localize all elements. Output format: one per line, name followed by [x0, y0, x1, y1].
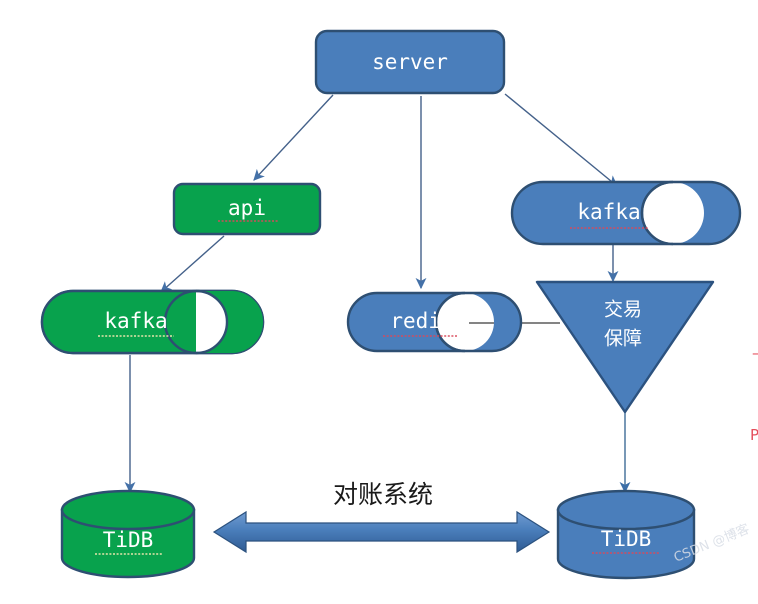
node-api-label: api — [228, 196, 266, 220]
node-trade-assurance[interactable]: 交易 保障 — [535, 280, 715, 414]
edge-server-kafka-blue — [504, 93, 618, 187]
edge-server-api — [253, 94, 334, 181]
node-tidb-green[interactable]: TiDB — [60, 489, 196, 579]
node-redis[interactable]: redis — [346, 291, 523, 353]
node-server[interactable]: server — [314, 29, 506, 95]
right-mark-dash: – — [752, 344, 758, 362]
node-trade-assurance-label-line2: 保障 — [604, 328, 642, 350]
node-api[interactable]: api — [172, 182, 322, 236]
node-server-label: server — [372, 50, 448, 74]
edge-layer: 对账系统 — [124, 93, 631, 554]
node-trade-assurance-label-line1: 交易 — [604, 299, 642, 321]
node-redis-label: redis — [390, 309, 453, 333]
edge-label-reconciliation: 对账系统 — [333, 480, 433, 509]
edge-api-kafka-green — [160, 235, 225, 293]
node-kafka-green-label: kafka — [104, 309, 167, 333]
node-tidb-green-label: TiDB — [103, 528, 154, 552]
edge-tidb-sync-double-arrow — [212, 510, 551, 554]
node-kafka-blue[interactable]: kafka — [510, 180, 742, 246]
node-kafka-green[interactable]: kafka — [40, 289, 265, 355]
node-tidb-blue[interactable]: TiDB — [556, 489, 696, 580]
node-kafka-blue-label: kafka — [577, 200, 640, 224]
right-mark-red: P — [750, 426, 758, 444]
node-tidb-blue-label: TiDB — [601, 527, 652, 551]
